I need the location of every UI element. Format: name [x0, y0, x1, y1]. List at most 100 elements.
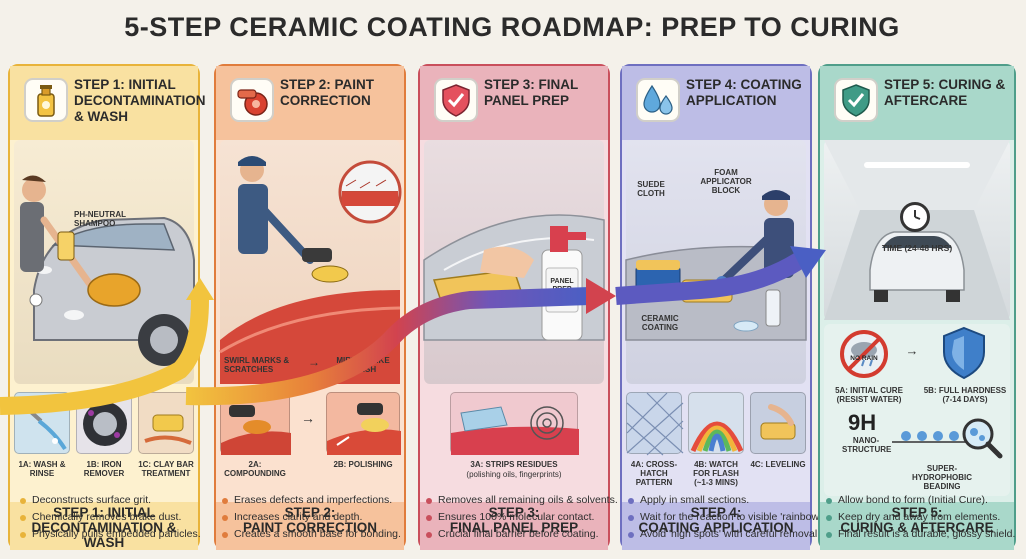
substep-2b-label: 2B: POLISHING — [333, 460, 393, 469]
shield-icon — [940, 326, 988, 380]
cure-time-label: TIME (24-48 HRS) — [881, 243, 953, 253]
page-title: 5-STEP CERAMIC COATING ROADMAP: PREP TO … — [124, 12, 900, 42]
substep-4c — [750, 392, 806, 454]
step-2-scene: SWIRL MARKS & SCRATCHES → MIRROR-LIKE FI… — [219, 140, 402, 384]
list-item: Allow bond to form (Initial Cure). — [826, 492, 1026, 509]
magnifier-icon — [960, 416, 1004, 460]
step-4-substeps: 4A: CROSS-HATCH PATTERN 4B: WATCH FOR FL… — [626, 388, 806, 496]
step-4-scene: FOAM APPLICATOR BLOCK SUEDE CLOTH CERAMI… — [625, 140, 807, 384]
step-5-title: STEP 5: CURING & AFTERCARE — [884, 77, 1006, 108]
step-4-panel: STEP 4: COATING APPLICATION FOAM APPLICA… — [620, 64, 812, 550]
substep-1b — [76, 392, 132, 454]
list-item: Apply in small sections. — [628, 492, 828, 509]
step-2-header: STEP 2: PAINT CORRECTION — [216, 66, 404, 140]
substep-1c — [138, 392, 194, 454]
step-1-substeps: 1A: WASH & RINSE 1B: IRON REMOVER 1C: CL… — [14, 388, 194, 496]
nano-structure-label: NANO-STRUCTURE — [842, 436, 892, 454]
step-3-substeps: 3A: STRIPS RESIDUES (polishing oils, fin… — [424, 388, 604, 496]
no-rain-icon — [840, 330, 888, 378]
arrow-right-icon: → — [301, 410, 315, 426]
suede-cloth-label: SUEDE CLOTH — [637, 180, 665, 198]
substep-4a-label: 4A: CROSS-HATCH PATTERN — [630, 460, 678, 487]
step-3-header: STEP 3: FINAL PANEL PREP — [420, 66, 608, 140]
step-5-panel: STEP 5: CURING & AFTERCARE TIME (24-48 H… — [818, 64, 1016, 550]
step-5-header: STEP 5: CURING & AFTERCARE — [820, 66, 1014, 140]
step-5-footer-line1: STEP 5: — [891, 505, 943, 520]
list-item: Removes all remaining oils & solvents. — [426, 492, 626, 509]
swirl-marks-label: SWIRL MARKS & SCRATCHES — [224, 356, 290, 374]
step-5-scene: TIME (24-48 HRS) — [824, 140, 1010, 320]
list-item: Erases defects and imperfections. — [222, 492, 422, 509]
shampoo-label: pH-NEUTRAL SHAMPOO — [74, 210, 126, 228]
step-1-title: STEP 1: INITIAL DECONTAMINATION & WASH — [74, 77, 206, 124]
substep-3a-detail: (polishing oils, fingerprints) — [466, 470, 562, 479]
step-2-footer-line2: PAINT CORRECTION — [243, 520, 377, 535]
list-item: Deconstructs surface grit. — [20, 492, 220, 509]
step-1-footer: STEP 1: INITIAL DECONTAMINATION & WASH — [10, 502, 198, 550]
step-3-footer-line2: FINAL PANEL PREP — [449, 520, 579, 535]
clock-icon — [900, 202, 930, 232]
initial-cure-label: 5A: INITIAL CURE (RESIST WATER) — [835, 386, 903, 404]
step-3-footer: STEP 3: FINAL PANEL PREP — [420, 502, 608, 550]
substep-3a-label: 3A: STRIPS RESIDUES — [470, 460, 558, 469]
substep-2a — [220, 392, 291, 455]
step-2-footer-line1: STEP 2: — [284, 505, 336, 520]
substep-1a — [14, 392, 70, 454]
step-2-footer: STEP 2: PAINT CORRECTION — [216, 502, 404, 550]
substep-1c-label: 1C: CLAY BAR TREATMENT — [138, 460, 194, 478]
ceramic-coating-label: CERAMIC COATING — [641, 314, 679, 332]
list-item: Creates a smooth base for bonding. — [222, 526, 422, 543]
arrow-right-icon: → — [905, 343, 919, 358]
step-3-scene: PANEL PREP SPRAY — [423, 140, 605, 384]
shampoo-bottle-icon — [24, 78, 68, 122]
mirror-finish-label: MIRROR-LIKE FINISH — [336, 356, 390, 374]
list-item: Crucial final barrier before coating. — [426, 526, 626, 543]
nano-beads — [892, 428, 982, 448]
foam-applicator-label: FOAM APPLICATOR BLOCK — [700, 168, 752, 195]
step-5-bullets: Allow bond to form (Initial Cure). Keep … — [826, 492, 1026, 543]
step-5-substeps: NO RAIN → 5A: INITIAL CURE (RESIST WATER… — [824, 324, 1010, 496]
step-4-footer-line2: COATING APPLICATION — [638, 520, 794, 535]
list-item: Avoid 'high spots' with careful removal. — [628, 526, 828, 543]
list-item: Final result is a durable, glossy shield… — [826, 526, 1026, 543]
shield-check-icon — [434, 78, 478, 122]
hydrophobic-label: SUPER-HYDROPHOBIC BEADING — [911, 464, 972, 491]
substep-3a — [450, 392, 579, 455]
substep-4c-label: 4C: LEVELING — [750, 460, 806, 469]
step-5-footer: STEP 5: CURING & AFTERCARE — [820, 502, 1014, 550]
substep-2a-label: 2A: COMPOUNDING — [224, 460, 286, 478]
substep-1b-label: 1B: IRON REMOVER — [83, 460, 125, 478]
list-item: Increases clarity and depth. — [222, 509, 422, 526]
step-2-bullets: Erases defects and imperfections. Increa… — [222, 492, 422, 543]
substep-4a — [626, 392, 684, 456]
no-rain-label: NO RAIN — [850, 355, 878, 362]
substep-1a-label: 1A: WASH & RINSE — [18, 460, 66, 478]
droplets-icon — [636, 78, 680, 122]
step-4-title: STEP 4: COATING APPLICATION — [686, 77, 802, 108]
step-1-footer-line1: STEP 1: INITIAL — [53, 505, 155, 520]
step-1-bullets: Deconstructs surface grit. Chemically re… — [20, 492, 220, 543]
step-4-footer: STEP 4: COATING APPLICATION — [622, 502, 810, 550]
step-4-bullets: Apply in small sections. Wait for the re… — [628, 492, 828, 543]
step-5-footer-line2: CURING & AFTERCARE — [840, 520, 994, 535]
arrow-right-icon: → — [308, 355, 320, 369]
list-item: Keep dry and away from elements. — [826, 509, 1026, 526]
substep-4b — [688, 392, 744, 454]
list-item: Chemically removes brake dust. — [20, 509, 220, 526]
step-1-panel: STEP 1: INITIAL DECONTAMINATION & WASH p… — [8, 64, 206, 550]
full-hardness-label: 5B: FULL HARDNESS (7-14 DAYS) — [923, 386, 1007, 404]
step-3-panel: STEP 3: FINAL PANEL PREP PANEL PREP SPRA… — [418, 64, 610, 550]
list-item: Ensures 100% molecular contact. — [426, 509, 626, 526]
hardness-9h-label: 9H — [848, 410, 877, 435]
list-item: Wait for the reaction to visible 'rainbo… — [628, 509, 828, 526]
list-item: Physically pulls embedded particles. — [20, 526, 220, 543]
step-1-header: STEP 1: INITIAL DECONTAMINATION & WASH — [10, 66, 206, 140]
polisher-icon — [230, 78, 274, 122]
step-2-panel: STEP 2: PAINT CORRECTION SWIRL MARKS & S… — [214, 64, 406, 550]
substep-4b-label: 4B: WATCH FOR FLASH (~1-3 mins) — [693, 460, 739, 487]
step-2-substeps: → 2A: COMPOUNDING 2B: POLISHING — [220, 388, 401, 496]
substep-2b — [326, 392, 401, 455]
step-3-bullets: Removes all remaining oils & solvents. E… — [426, 492, 626, 543]
step-3-footer-line1: STEP 3: — [488, 505, 540, 520]
panel-prep-spray-label: PANEL PREP SPRAY — [550, 278, 574, 301]
